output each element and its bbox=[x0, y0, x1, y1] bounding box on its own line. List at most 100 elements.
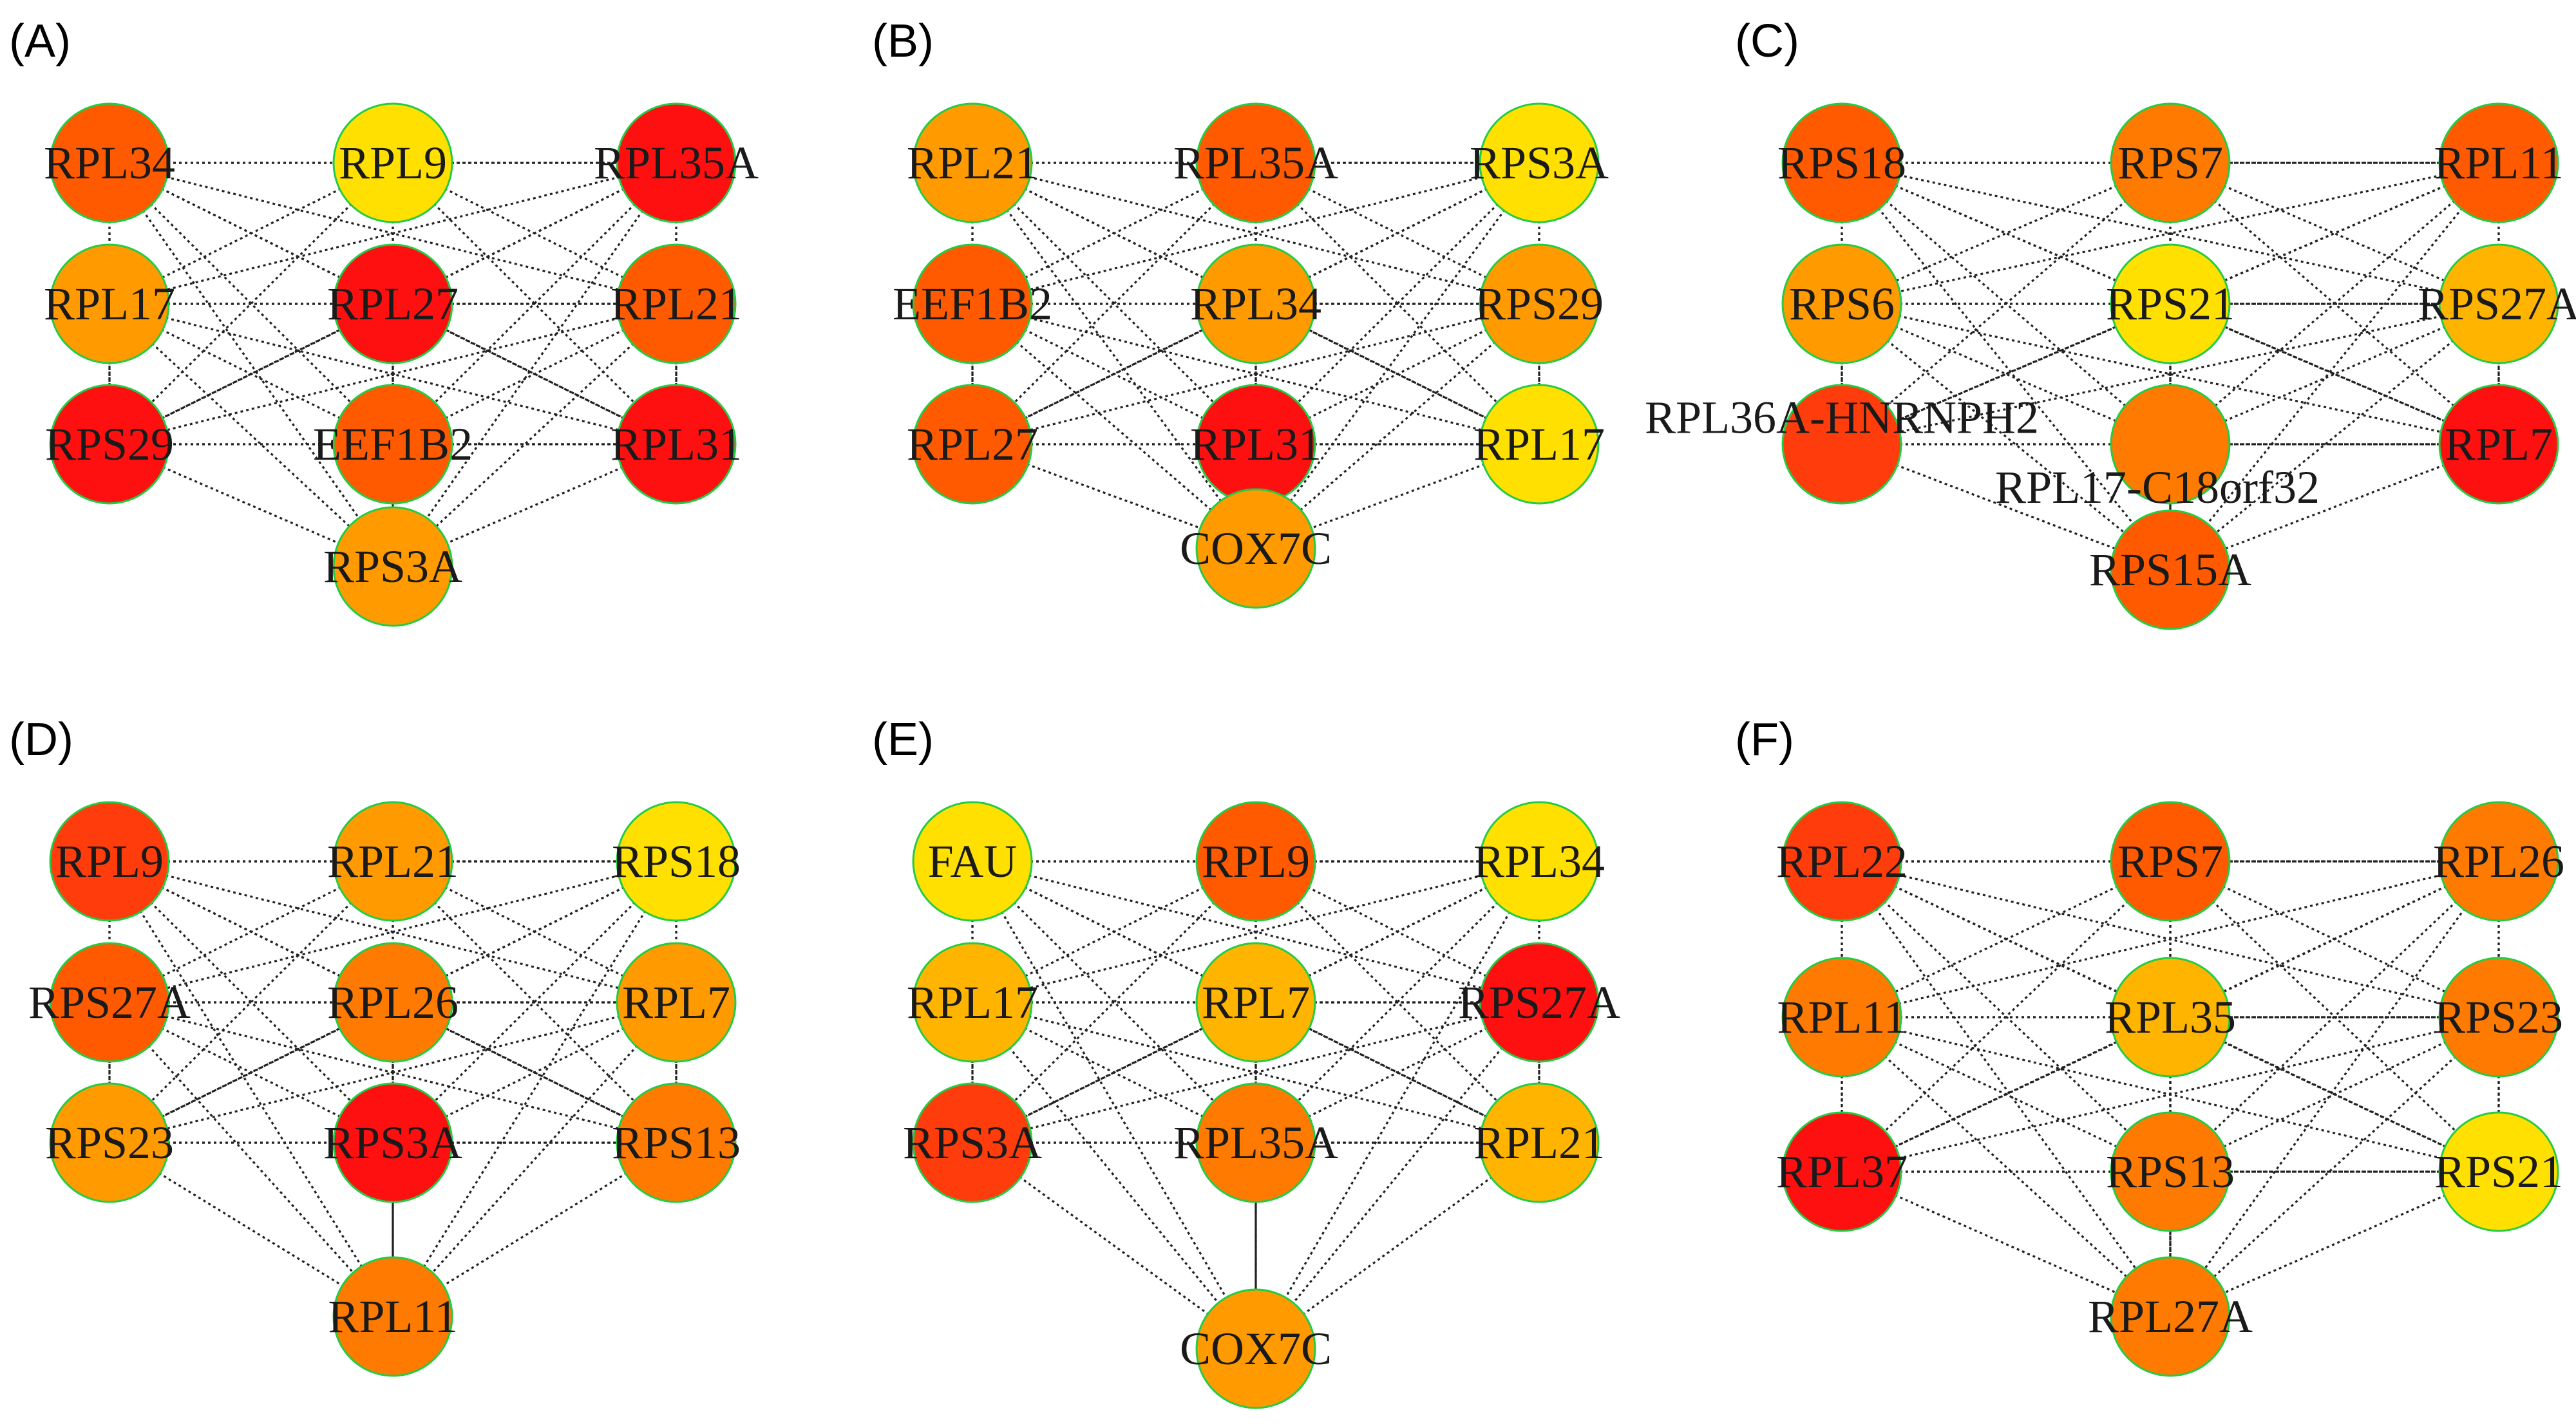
network-edge bbox=[1841, 303, 2172, 571]
gene-node-circle bbox=[912, 384, 1033, 505]
gene-node-label: RPL21 bbox=[1473, 1117, 1605, 1168]
gene-node[interactable]: RPL26 bbox=[2433, 801, 2564, 922]
gene-node-circle bbox=[49, 942, 170, 1063]
gene-node-label: RPS7 bbox=[2117, 137, 2223, 189]
gene-node-circle bbox=[2110, 1111, 2231, 1232]
edge-group bbox=[1841, 860, 2500, 1318]
gene-node[interactable]: RPS18 bbox=[612, 801, 741, 922]
network-edge bbox=[2169, 162, 2500, 571]
gene-node[interactable]: RPL27 bbox=[907, 384, 1038, 505]
gene-node[interactable]: RPS29 bbox=[45, 384, 174, 505]
gene-node-circle bbox=[2438, 384, 2559, 505]
gene-node-label: RPL36A-HNRNPH2 bbox=[1645, 391, 2039, 443]
gene-node[interactable]: RPL31 bbox=[1190, 384, 1321, 505]
gene-node-circle bbox=[616, 942, 737, 1063]
gene-node[interactable]: RPL21 bbox=[1473, 1082, 1605, 1203]
gene-node[interactable]: RPS3A bbox=[1470, 102, 1609, 223]
gene-node[interactable]: RPL35A bbox=[1173, 102, 1338, 223]
gene-node[interactable]: RPL9 bbox=[1195, 801, 1316, 922]
gene-node[interactable]: RPS18 bbox=[1777, 102, 1906, 223]
gene-node[interactable]: FAU bbox=[912, 801, 1033, 922]
gene-node[interactable]: RPL26 bbox=[327, 942, 459, 1063]
gene-node-circle bbox=[2110, 1256, 2231, 1377]
gene-node-label: RPL34 bbox=[44, 137, 175, 189]
gene-node[interactable]: RPL34 bbox=[1473, 801, 1605, 922]
gene-node-circle bbox=[332, 801, 453, 922]
gene-node[interactable]: RPL7 bbox=[1195, 942, 1316, 1063]
gene-node[interactable]: RPS7 bbox=[2110, 801, 2231, 922]
gene-node-circle bbox=[2110, 801, 2231, 922]
gene-node-circle bbox=[1781, 801, 1902, 922]
gene-node-label: RPS13 bbox=[612, 1117, 741, 1168]
network-edge bbox=[971, 303, 1257, 550]
gene-node[interactable]: RPL22 bbox=[1776, 801, 1908, 922]
gene-node-label: RPS3A bbox=[903, 1117, 1042, 1168]
gene-node[interactable]: RPL17 bbox=[1473, 384, 1605, 505]
gene-node[interactable]: COX7C bbox=[1180, 1288, 1332, 1409]
gene-node-label: EEF1B2 bbox=[893, 278, 1052, 330]
gene-node[interactable]: RPS3A bbox=[903, 1082, 1042, 1203]
gene-node[interactable]: RPS27A bbox=[28, 942, 191, 1063]
gene-node[interactable]: RPS27A bbox=[2418, 243, 2576, 364]
gene-node[interactable]: RPL31 bbox=[611, 384, 742, 505]
network-edge bbox=[392, 303, 677, 568]
gene-node[interactable]: RPL21 bbox=[907, 102, 1038, 223]
gene-node[interactable]: RPL21 bbox=[327, 801, 459, 922]
gene-node-circle bbox=[1781, 243, 1902, 364]
gene-node[interactable]: RPL35 bbox=[2105, 957, 2236, 1078]
gene-node-label: RPS23 bbox=[45, 1117, 174, 1168]
network-edge bbox=[392, 861, 677, 1317]
gene-node-circle bbox=[1781, 957, 1902, 1078]
gene-node[interactable]: RPL7 bbox=[616, 942, 737, 1063]
network-edge bbox=[972, 860, 1540, 1144]
gene-node[interactable]: RPL11 bbox=[1777, 957, 1907, 1078]
gene-node[interactable]: COX7C bbox=[1180, 488, 1332, 609]
gene-node-label: RPS27A bbox=[1458, 977, 1620, 1028]
network-edge bbox=[392, 860, 677, 1144]
gene-node[interactable]: RPL9 bbox=[49, 801, 170, 922]
gene-node-label: RPS21 bbox=[2106, 278, 2235, 330]
gene-node-circle bbox=[2110, 384, 2231, 505]
gene-node[interactable]: RPS21 bbox=[2106, 243, 2235, 364]
gene-node-label: RPS18 bbox=[612, 836, 741, 887]
gene-node[interactable]: RPL17 bbox=[44, 243, 175, 364]
gene-node[interactable]: RPL27 bbox=[327, 243, 459, 364]
gene-node[interactable]: RPL9 bbox=[332, 102, 453, 223]
gene-node[interactable]: RPL17-C18orf32 bbox=[1995, 384, 2320, 513]
network-edge bbox=[392, 162, 677, 567]
gene-node[interactable]: EEF1B2 bbox=[313, 384, 473, 505]
gene-node[interactable]: EEF1B2 bbox=[893, 243, 1052, 364]
gene-node[interactable]: RPS29 bbox=[1475, 243, 1604, 364]
gene-node[interactable]: RPS23 bbox=[45, 1082, 174, 1203]
gene-node-circle bbox=[912, 243, 1033, 364]
gene-node[interactable]: RPS13 bbox=[612, 1082, 741, 1203]
gene-node[interactable]: RPS13 bbox=[2106, 1111, 2235, 1232]
gene-node-label: RPL17 bbox=[907, 977, 1038, 1028]
network-edge bbox=[392, 1001, 677, 1318]
gene-node[interactable]: RPL11 bbox=[328, 1256, 458, 1377]
gene-node[interactable]: RPL17 bbox=[907, 942, 1038, 1063]
gene-node-circle bbox=[49, 102, 170, 223]
gene-node[interactable]: RPL27A bbox=[2088, 1256, 2253, 1377]
gene-node-label: RPS29 bbox=[1475, 278, 1604, 330]
gene-node[interactable]: RPS3A bbox=[323, 506, 462, 627]
gene-node[interactable]: RPL35A bbox=[594, 102, 759, 223]
gene-node[interactable]: RPS15A bbox=[2089, 509, 2251, 630]
gene-node[interactable]: RPL35A bbox=[1173, 1082, 1338, 1203]
network-edge bbox=[108, 162, 394, 567]
network-edge bbox=[1841, 162, 2499, 305]
gene-node[interactable]: RPL34 bbox=[44, 102, 175, 223]
gene-node[interactable]: RPL7 bbox=[2438, 384, 2559, 505]
gene-node[interactable]: RPS27A bbox=[1458, 942, 1620, 1063]
gene-node[interactable]: RPL37 bbox=[1776, 1111, 1908, 1232]
gene-node[interactable]: RPL21 bbox=[611, 243, 742, 364]
gene-node[interactable]: RPS23 bbox=[2434, 957, 2563, 1078]
gene-node[interactable]: RPS6 bbox=[1781, 243, 1902, 364]
gene-node[interactable]: RPS7 bbox=[2110, 102, 2231, 223]
gene-node[interactable]: RPL34 bbox=[1190, 243, 1321, 364]
gene-node[interactable]: RPS3A bbox=[323, 1082, 462, 1203]
gene-node[interactable]: RPL11 bbox=[2434, 102, 2564, 223]
gene-node[interactable]: RPS21 bbox=[2434, 1111, 2563, 1232]
gene-node[interactable]: RPL36A-HNRNPH2 bbox=[1645, 384, 2039, 505]
